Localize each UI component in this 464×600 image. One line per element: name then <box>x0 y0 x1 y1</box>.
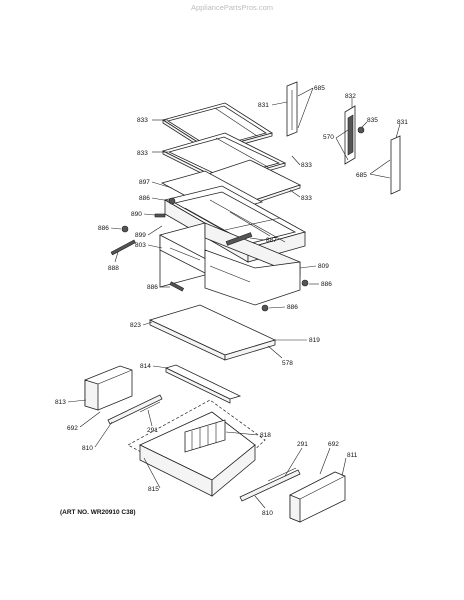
callout-819: 819 <box>309 337 320 344</box>
leader-lines <box>67 87 401 509</box>
support-831-right <box>390 135 401 195</box>
callout-886-c: 886 <box>321 281 332 288</box>
art-number: (ART NO. WR20910 C38) <box>60 509 136 516</box>
callout-833-b: 833 <box>137 150 148 157</box>
callout-835: 835 <box>367 117 378 124</box>
callout-803: 803 <box>135 242 146 249</box>
callout-810-right: 810 <box>262 510 273 517</box>
callout-831-left: 831 <box>258 102 269 109</box>
screw-835 <box>357 126 365 134</box>
callout-832: 832 <box>345 93 356 100</box>
callout-886-b: 886 <box>98 225 109 232</box>
callout-886-e: 886 <box>287 304 298 311</box>
callout-818: 818 <box>260 432 271 439</box>
callout-809: 809 <box>318 263 329 270</box>
callout-833-d: 833 <box>301 195 312 202</box>
hardware-886-e <box>169 281 185 292</box>
rail-810-left <box>107 394 163 425</box>
callout-685-mid: 685 <box>356 172 367 179</box>
callout-811: 811 <box>347 452 358 459</box>
callout-886-a: 886 <box>139 195 150 202</box>
cover-panel-823 <box>148 304 277 361</box>
callout-692-right: 692 <box>328 441 339 448</box>
callout-570: 570 <box>323 134 334 141</box>
cover-887 <box>225 232 253 246</box>
callout-887: 887 <box>266 237 277 244</box>
divider-818 <box>184 419 226 453</box>
rail-291-right <box>267 467 297 482</box>
hardware-890 <box>154 213 166 218</box>
callout-814: 814 <box>140 363 151 370</box>
callout-833-c: 833 <box>301 162 312 169</box>
callout-886-d: 886 <box>147 284 158 291</box>
track-814 <box>164 364 242 404</box>
rail-291-left <box>139 401 161 413</box>
callout-813: 813 <box>55 399 66 406</box>
callout-831-right: 831 <box>397 119 408 126</box>
housing-813 <box>84 365 133 411</box>
callout-890: 890 <box>131 211 142 218</box>
watermark: AppliancePartsPros.com <box>191 3 273 12</box>
support-831-left <box>286 81 298 137</box>
callout-823: 823 <box>130 322 141 329</box>
crisper-drawers <box>159 222 301 306</box>
callout-833-a: 833 <box>137 117 148 124</box>
callout-692-left: 692 <box>67 425 78 432</box>
rail-888 <box>110 239 136 256</box>
rail-810-right <box>239 469 301 502</box>
hardware-886-d <box>261 304 269 312</box>
callout-685-top: 685 <box>314 85 325 92</box>
rail-832 <box>344 105 356 165</box>
callout-810-left: 810 <box>82 445 93 452</box>
hardware-886-b <box>121 225 129 233</box>
callout-291-right: 291 <box>297 441 308 448</box>
callout-899: 899 <box>135 232 146 239</box>
callout-897: 897 <box>139 179 150 186</box>
callout-291-left: 291 <box>147 427 158 434</box>
callout-578: 578 <box>282 360 293 367</box>
hardware-886-c <box>301 279 309 287</box>
callout-815: 815 <box>148 486 159 493</box>
housing-811 <box>289 471 346 523</box>
callout-888: 888 <box>108 265 119 272</box>
